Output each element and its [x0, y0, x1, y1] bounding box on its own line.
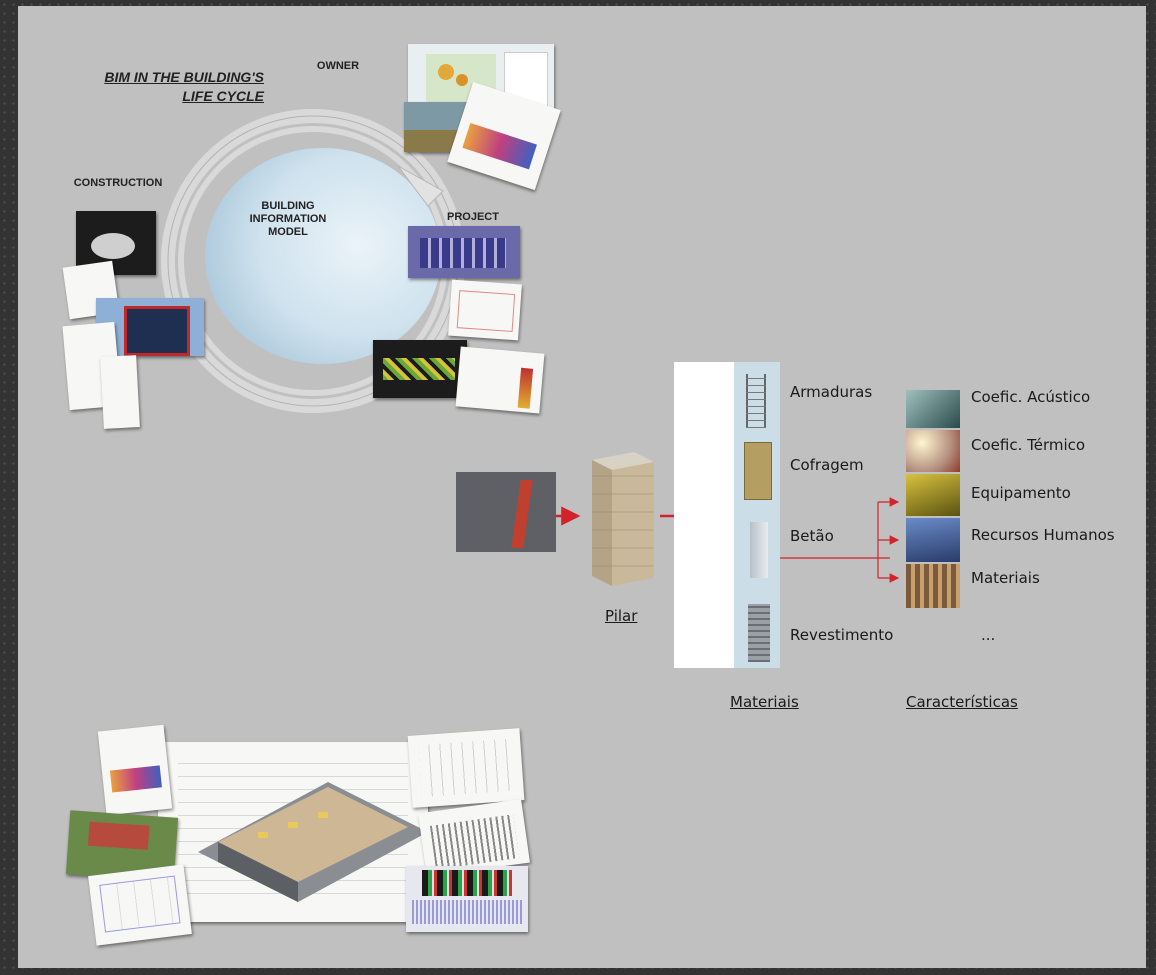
materials-thumbnail	[906, 564, 960, 608]
material-betao: Betão	[790, 527, 834, 545]
materials-header: Materiais	[730, 693, 799, 711]
cladding-icon	[748, 604, 770, 662]
char-materials: Materiais	[971, 569, 1040, 587]
equipment-thumbnail	[906, 474, 960, 516]
title-line-2: LIFE CYCLE	[182, 88, 264, 104]
formwork-icon	[744, 442, 772, 500]
project-schedule	[455, 346, 545, 414]
material-cofragem: Cofragem	[790, 456, 864, 474]
project-building-model	[408, 226, 520, 278]
collage-floor-plan	[88, 864, 192, 946]
pillar-illustration	[592, 452, 654, 586]
materials-panel	[674, 362, 780, 668]
center-line-3: MODEL	[268, 226, 308, 238]
acoustic-thumbnail	[906, 390, 960, 428]
collage-line-chart	[407, 728, 525, 808]
construction-table-2	[100, 355, 140, 429]
slide: BIM IN THE BUILDING'S LIFE CYCLE OWNER C…	[18, 6, 1146, 968]
concrete-icon	[750, 522, 768, 578]
site-photo	[456, 472, 556, 552]
pillar-label: Pilar	[605, 607, 638, 625]
material-armaduras: Armaduras	[790, 383, 873, 401]
char-acoustic: Coefic. Acústico	[971, 388, 1091, 406]
center-line-2: INFORMATION	[249, 213, 327, 225]
characteristics-header: Características	[906, 693, 1018, 711]
collage-schedule	[406, 866, 528, 932]
owner-label: OWNER	[316, 60, 360, 72]
char-ellipsis: ...	[981, 626, 996, 644]
lifecycle-title: BIM IN THE BUILDING'S LIFE CYCLE	[58, 68, 264, 106]
project-plan	[448, 279, 522, 341]
workers-thumbnail	[906, 518, 960, 562]
material-revestimento: Revestimento	[790, 626, 894, 644]
char-human-resources: Recursos Humanos	[971, 526, 1115, 544]
construction-label: CONSTRUCTION	[73, 177, 163, 189]
center-line-1: BUILDING	[261, 200, 315, 212]
char-thermal: Coefic. Térmico	[971, 436, 1086, 454]
collage-report	[97, 724, 173, 816]
title-line-1: BIM IN THE BUILDING'S	[104, 69, 264, 85]
char-equipment: Equipamento	[971, 484, 1071, 502]
thermal-thumbnail	[906, 430, 960, 472]
rebar-icon	[746, 374, 766, 428]
project-label: PROJECT	[447, 211, 499, 223]
collage-3d-building	[198, 782, 428, 902]
project-mep-model	[373, 340, 467, 398]
bim-center-label: BUILDING INFORMATION MODEL	[238, 200, 338, 239]
